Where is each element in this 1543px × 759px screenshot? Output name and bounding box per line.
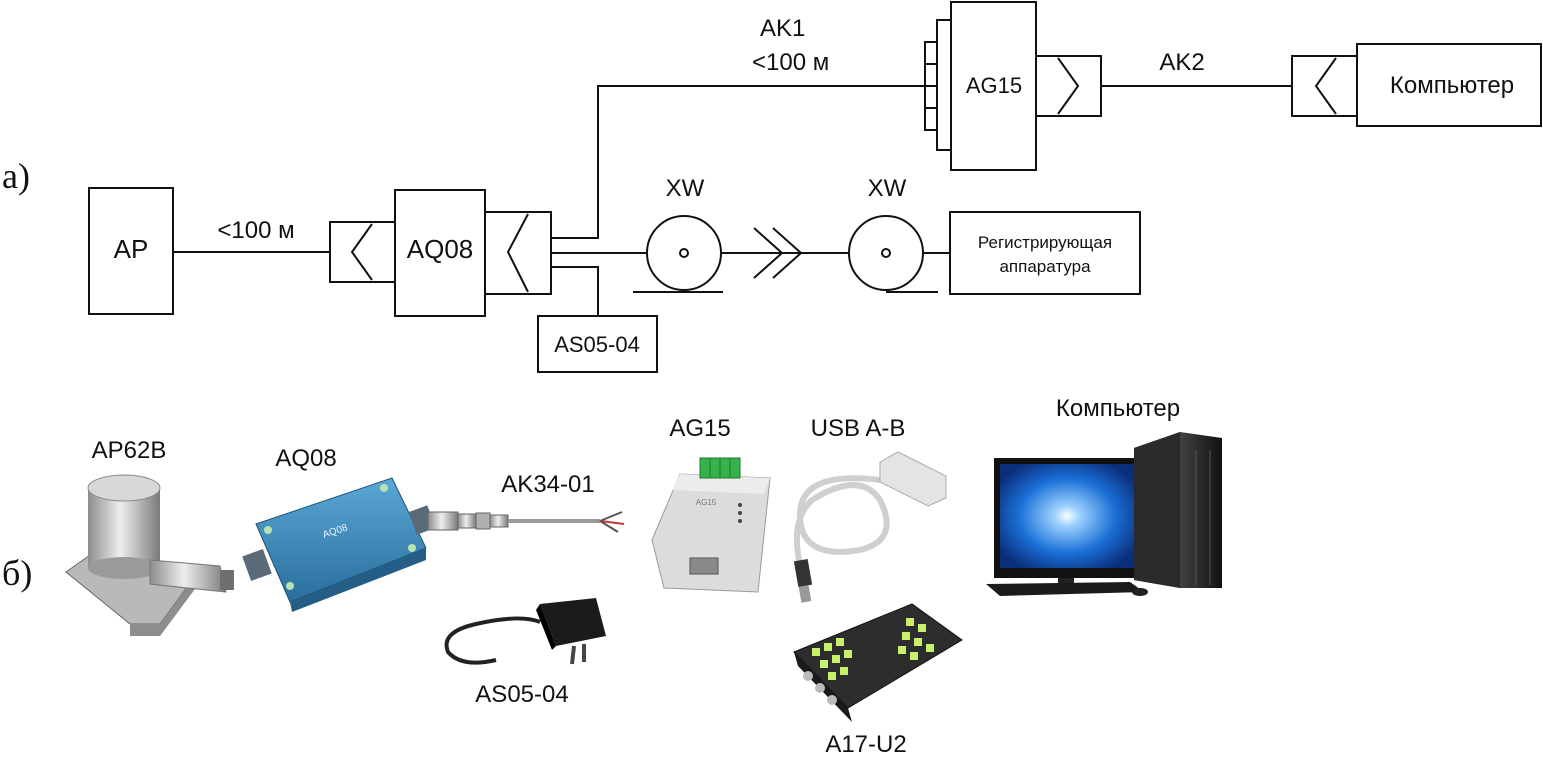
aq08-output-chevron (506, 213, 529, 293)
aq08-label: AQ08 (407, 234, 474, 264)
recorder-label-2: аппаратура (999, 257, 1091, 276)
ak2-label: AK2 (1159, 49, 1204, 76)
part-label-b: б) (2, 553, 32, 593)
as05-label: AS05-04 (554, 332, 640, 357)
diagram-a: а) AP <100 м AQ08 AK1 <100 м AS05-04 XW (2, 1, 1542, 373)
xw1-center (679, 248, 689, 258)
aq08-box (394, 189, 486, 317)
ak1-label: AK1 (760, 15, 805, 42)
dist1-label: <100 м (217, 217, 294, 244)
ag15-device-image: AG15 (651, 457, 771, 593)
dist2-label: <100 м (752, 49, 829, 76)
xw2-circle (848, 215, 924, 291)
ak34-cable-image (427, 511, 625, 533)
ap62b-label: AP62B (92, 437, 167, 464)
as05-adapter-image (444, 598, 606, 665)
ak1-line (551, 85, 925, 239)
aq08-product-label: AQ08 (275, 445, 336, 472)
aq08-output-connector (484, 211, 552, 295)
xw1-label: XW (666, 175, 705, 202)
ag15-label: AG15 (966, 73, 1022, 98)
ag15-device-text: AG15 (696, 498, 717, 507)
ap62b-sensor-image (65, 474, 234, 636)
computer-box (1356, 43, 1542, 127)
usb-cable-image (793, 451, 947, 603)
aq08-device-image: AQ08 (242, 477, 436, 612)
xw2-center (881, 248, 891, 258)
as05-product-label: AS05-04 (475, 681, 568, 708)
ag15-flange (936, 19, 952, 151)
ap-box (88, 187, 174, 315)
ag15-output-chevron (1057, 57, 1080, 115)
computer-product-label: Компьютер (1056, 395, 1180, 422)
usb-label: USB A-B (811, 415, 906, 442)
as05-line (551, 266, 599, 316)
computer-connector (1291, 55, 1358, 117)
computer-label: Компьютер (1390, 72, 1514, 99)
xw-chevron-2 (772, 227, 803, 279)
aq08-input-chevron (350, 223, 373, 281)
a17-device-image (793, 603, 963, 722)
ag15-output-connector (1035, 55, 1102, 117)
ag15-product-label: AG15 (669, 415, 730, 442)
xw1-circle (646, 215, 722, 291)
computer-image (986, 432, 1222, 596)
recorder-box (949, 211, 1141, 295)
part-label-a: а) (2, 156, 30, 196)
xw-chevron-1 (753, 227, 784, 279)
recorder-label-1: Регистрирующая (978, 233, 1112, 252)
ak34-label: AK34-01 (501, 471, 594, 498)
computer-chevron (1314, 57, 1337, 115)
as05-box (537, 315, 658, 373)
diagram-b: б) AP62B AQ08 AQ08 (2, 395, 1222, 758)
aq08-input-connector (329, 221, 396, 283)
ap-label: AP (114, 234, 149, 264)
xw2-label: XW (868, 175, 907, 202)
a17-label: A17-U2 (825, 731, 906, 758)
